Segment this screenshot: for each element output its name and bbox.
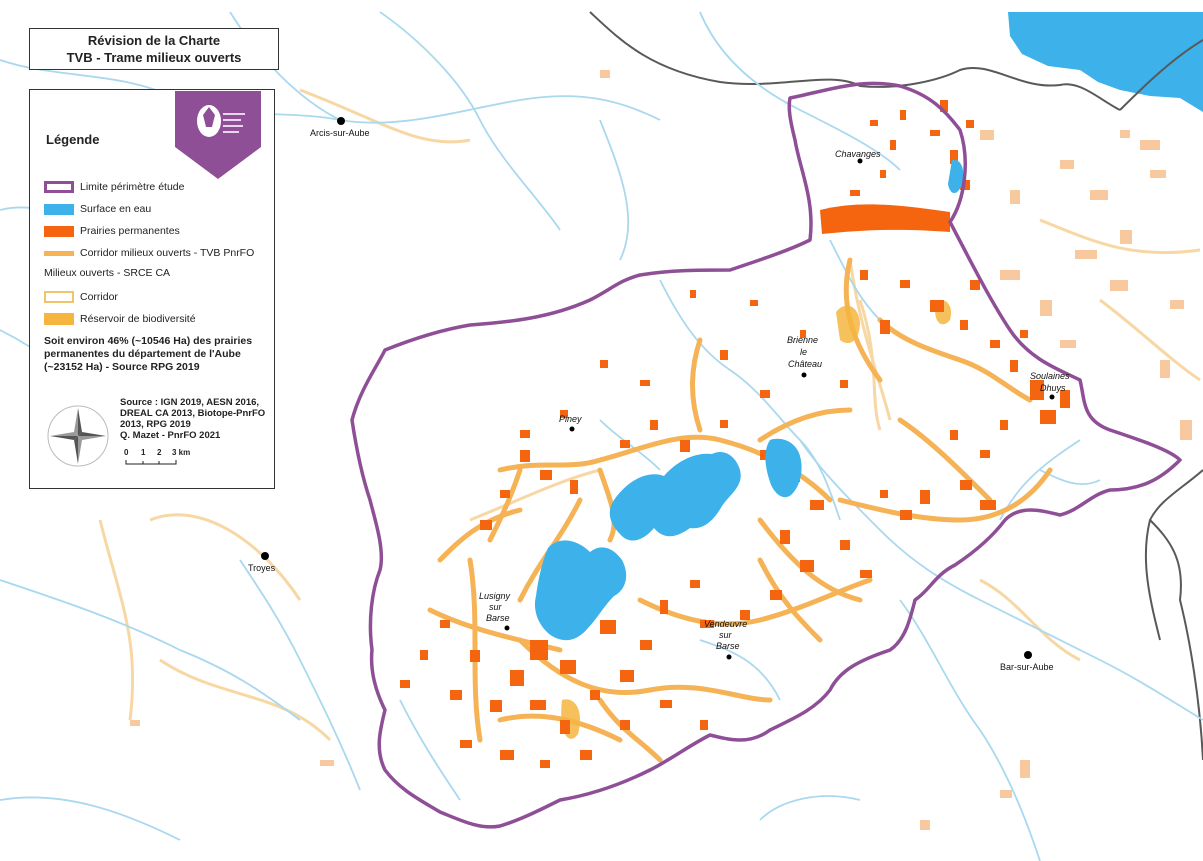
svg-text:sur: sur <box>719 630 733 640</box>
town-troyes[interactable]: Troyes <box>248 552 276 573</box>
svg-text:Lusigny: Lusigny <box>479 591 511 601</box>
town-lusigny-sur-barse[interactable]: Lusigny sur Barse <box>479 591 511 631</box>
water-surfaces <box>534 159 964 641</box>
legend-title: Légende <box>46 132 100 147</box>
corridor-tvb-swatch <box>44 250 74 256</box>
prairie-swatch <box>44 225 74 237</box>
town-chavanges[interactable]: Chavanges <box>835 149 881 164</box>
svg-text:Soulaines: Soulaines <box>1030 371 1070 381</box>
legend-note-line: permanentes du département de l'Aube <box>44 348 241 360</box>
legend-panel: Légende Limite périmètre étude Surface e… <box>29 89 275 489</box>
legend-source-line: 2013, RPG 2019 <box>120 419 191 430</box>
scale-tick-2: 2 <box>157 448 162 457</box>
scale-bar: 0 1 2 3 km <box>124 448 190 465</box>
legend-note-line: (~23152 Ha) - Source RPG 2019 <box>44 361 200 373</box>
scale-tick-0: 0 <box>124 448 129 457</box>
outer-prairies <box>130 70 1192 830</box>
svg-text:Barse: Barse <box>716 641 740 651</box>
svg-text:Barse: Barse <box>486 613 510 623</box>
park-logo-icon <box>175 91 261 179</box>
corridor-srce-swatch <box>44 291 74 303</box>
town-brienne-le-chateau[interactable]: Brienne le Château <box>787 335 822 378</box>
svg-text:Bar-sur-Aube: Bar-sur-Aube <box>1000 662 1054 672</box>
scale-tick-1: 1 <box>141 448 146 457</box>
town-vendeuvre-sur-barse[interactable]: Vendeuvre sur Barse <box>704 619 747 660</box>
legend-subheading: Milieux ouverts - SRCE CA <box>44 267 171 279</box>
legend-note-line: Soit environ 46% (~10546 Ha) des prairie… <box>44 335 253 347</box>
limit-swatch <box>44 181 74 193</box>
svg-text:Arcis-sur-Aube: Arcis-sur-Aube <box>310 128 370 138</box>
svg-text:Troyes: Troyes <box>248 563 276 573</box>
legend-source-line: DREAL CA 2013, Biotope-PnrFO <box>120 408 266 419</box>
legend-label-prairie: Prairies permanentes <box>80 225 180 237</box>
legend-label-limit: Limite périmètre étude <box>80 181 185 193</box>
svg-text:Château: Château <box>788 359 822 369</box>
srce-corridors <box>98 88 1201 742</box>
svg-text:le: le <box>800 347 807 357</box>
legend-source: Source : IGN 2019, AESN 2016, DREAL CA 2… <box>120 397 266 441</box>
legend-label-corridor: Corridor <box>80 291 118 303</box>
legend-item-limit: Limite périmètre étude <box>44 178 184 196</box>
svg-text:Piney: Piney <box>559 414 582 424</box>
admin-boundaries <box>589 11 1203 761</box>
town-arcis-sur-aube[interactable]: Arcis-sur-Aube <box>310 117 370 138</box>
legend-item-reservoir: Réservoir de biodiversité <box>44 310 196 328</box>
svg-text:Brienne: Brienne <box>787 335 818 345</box>
legend-label-water: Surface en eau <box>80 203 152 215</box>
legend-label-reservoir: Réservoir de biodiversité <box>80 313 196 325</box>
map-title-line-2: TVB - Trame milieux ouverts <box>66 50 242 65</box>
svg-text:Dhuys: Dhuys <box>1040 383 1066 393</box>
legend-item-prairie: Prairies permanentes <box>44 222 180 240</box>
legend-source-line: Q. Mazet - PnrFO 2021 <box>120 430 221 441</box>
study-perimeter <box>350 81 1182 829</box>
legend-note: Soit environ 46% (~10546 Ha) des prairie… <box>44 335 264 374</box>
lake-top-right <box>1008 12 1203 112</box>
map-title-box: Révision de la Charte TVB - Trame milieu… <box>29 28 279 70</box>
svg-text:Chavanges: Chavanges <box>835 149 881 159</box>
legend-item-water: Surface en eau <box>44 200 151 218</box>
town-piney[interactable]: Piney <box>559 414 582 432</box>
svg-text:sur: sur <box>489 602 503 612</box>
reservoirs <box>561 300 952 739</box>
reservoir-swatch <box>44 313 74 325</box>
legend-item-corridor-tvb: Corridor milieux ouverts - TVB PnrFO <box>44 244 254 262</box>
compass-rose-icon <box>47 405 109 467</box>
map-title-line-1: Révision de la Charte <box>87 33 221 48</box>
town-soulaines-dhuys[interactable]: Soulaines Dhuys <box>1030 371 1070 400</box>
water-swatch <box>44 203 74 215</box>
legend-source-line: Source : IGN 2019, AESN 2016, <box>120 397 260 408</box>
scale-tick-3: 3 km <box>172 448 190 457</box>
legend-label-corridor-tvb: Corridor milieux ouverts - TVB PnrFO <box>80 247 255 259</box>
svg-text:Vendeuvre: Vendeuvre <box>704 619 747 629</box>
towns: Arcis-sur-Aube Chavanges Brienne le Chât… <box>248 117 1070 672</box>
legend-item-corridor-srce: Corridor <box>44 288 118 306</box>
town-bar-sur-aube[interactable]: Bar-sur-Aube <box>1000 651 1054 672</box>
